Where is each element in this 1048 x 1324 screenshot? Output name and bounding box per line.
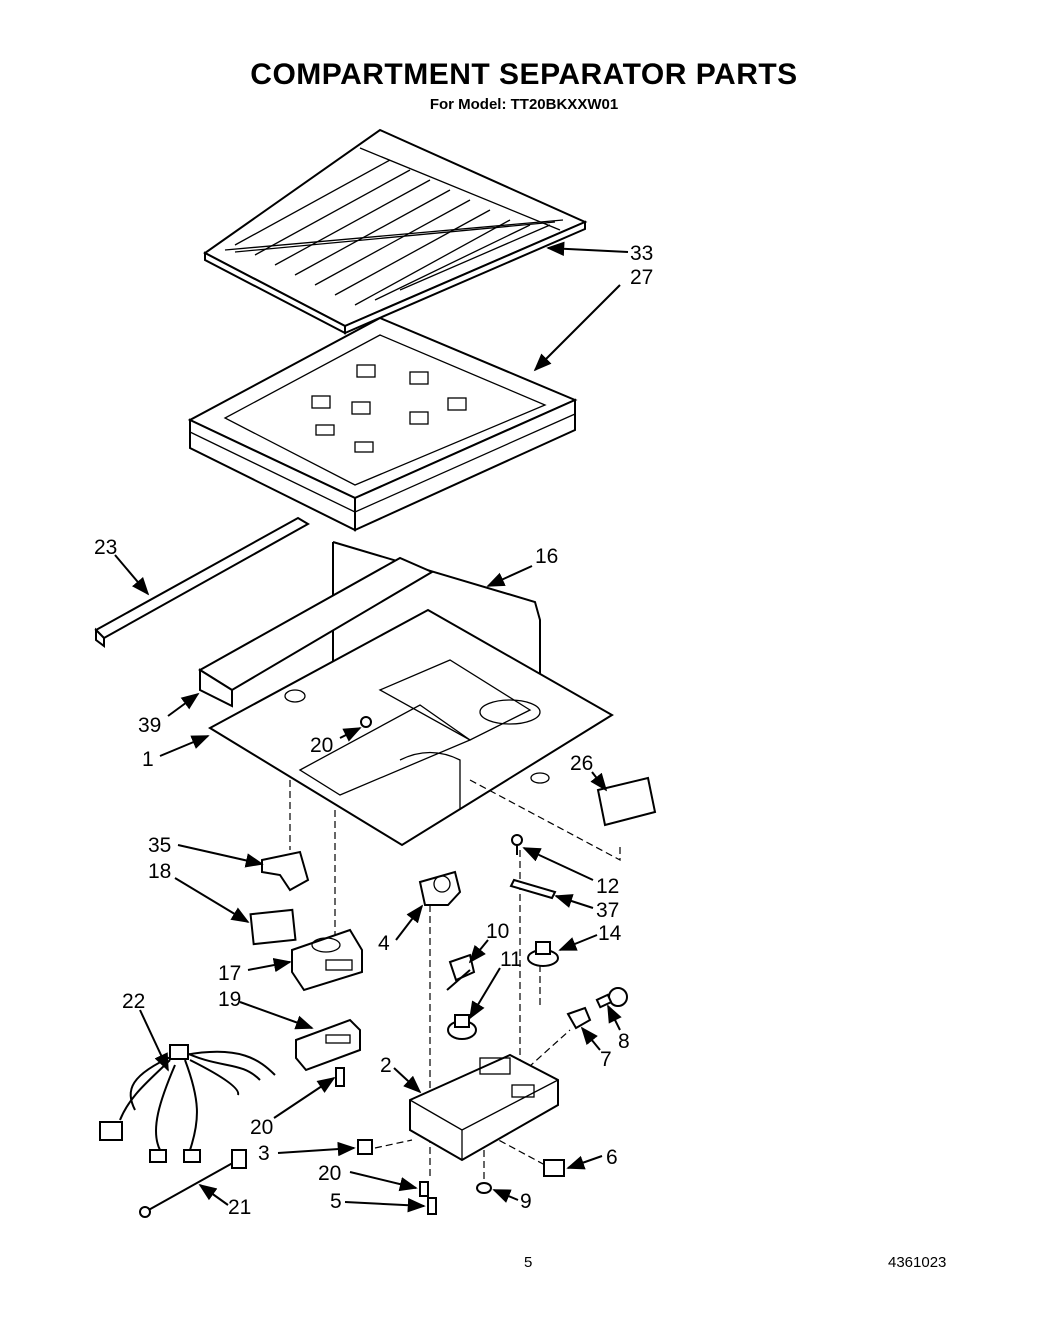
bulb-part-8: [595, 987, 628, 1009]
insulation-pad-part-26: [596, 776, 657, 827]
document-number: 4361023: [888, 1254, 947, 1271]
callout-27: 27: [630, 266, 653, 289]
screw-part-20-c: [419, 1181, 429, 1197]
knob-part-35: [261, 850, 310, 892]
callout-2: 2: [380, 1054, 392, 1077]
grommet-part-9: [476, 1182, 492, 1194]
callout-6: 6: [606, 1146, 618, 1169]
callout-35: 35: [148, 834, 171, 857]
model-subtitle: For Model: TT20BKXXW01: [429, 96, 619, 113]
control-box-part-2: [409, 1053, 559, 1162]
callout-20-top: 20: [310, 734, 333, 757]
separator-plate-part-1: [207, 608, 614, 847]
callout-17: 17: [218, 962, 241, 985]
tray-frame-part-27: [187, 316, 578, 532]
connector-part-3: [357, 1139, 373, 1155]
assembly-guide-lines: [289, 779, 621, 1180]
screw-part-12: [511, 834, 523, 855]
callout-19: 19: [218, 988, 241, 1011]
callout-4: 4: [378, 932, 390, 955]
callout-21: 21: [228, 1196, 251, 1219]
callout-labels: 33 27 23 16 39 20 1 26 35 18 12 37 4 10 …: [94, 242, 653, 1219]
callout-20-low: 20: [318, 1162, 341, 1185]
wire-harness-part-22: [99, 1044, 276, 1163]
knob-part-14: [527, 941, 559, 967]
thermostat-part-10: [446, 953, 476, 991]
callout-3: 3: [258, 1142, 270, 1165]
callout-18: 18: [148, 860, 171, 883]
switch-part-6: [543, 1159, 565, 1177]
callout-16: 16: [535, 545, 558, 568]
callout-14: 14: [598, 922, 622, 945]
callout-5: 5: [330, 1190, 342, 1213]
sensor-probe-part-21: [139, 1149, 247, 1218]
control-housing-part-17: [291, 928, 363, 992]
callout-39: 39: [138, 714, 161, 737]
page-number: 5: [524, 1254, 533, 1271]
callout-10: 10: [486, 920, 509, 943]
callout-9: 9: [520, 1190, 532, 1213]
screw-part-20-a: [360, 716, 372, 728]
page-title: COMPARTMENT SEPARATOR PARTS: [250, 58, 798, 91]
screw-part-5: [427, 1197, 437, 1215]
callout-37: 37: [596, 899, 619, 922]
callout-20-mid: 20: [250, 1116, 273, 1139]
bezel-part-18: [249, 908, 297, 946]
callout-11: 11: [500, 948, 522, 971]
control-bracket-part-19: [295, 1018, 361, 1072]
shelf-grille-part-33: [203, 128, 588, 335]
callout-12: 12: [596, 875, 619, 898]
callout-7: 7: [600, 1048, 612, 1071]
air-duct-part-39: [198, 556, 435, 708]
socket-part-7: [566, 1006, 592, 1030]
clip-part-37: [509, 878, 557, 900]
callout-8: 8: [618, 1030, 630, 1053]
knob-part-11: [447, 1014, 477, 1040]
callout-1: 1: [142, 748, 154, 771]
callout-23: 23: [94, 536, 117, 559]
callout-26: 26: [570, 752, 593, 775]
trim-strip-part-23: [94, 516, 310, 648]
damper-part-4: [418, 870, 462, 906]
screw-part-20-b: [335, 1067, 345, 1087]
callout-33: 33: [630, 242, 653, 265]
callout-22: 22: [122, 990, 145, 1013]
leader-lines: [114, 241, 629, 1213]
